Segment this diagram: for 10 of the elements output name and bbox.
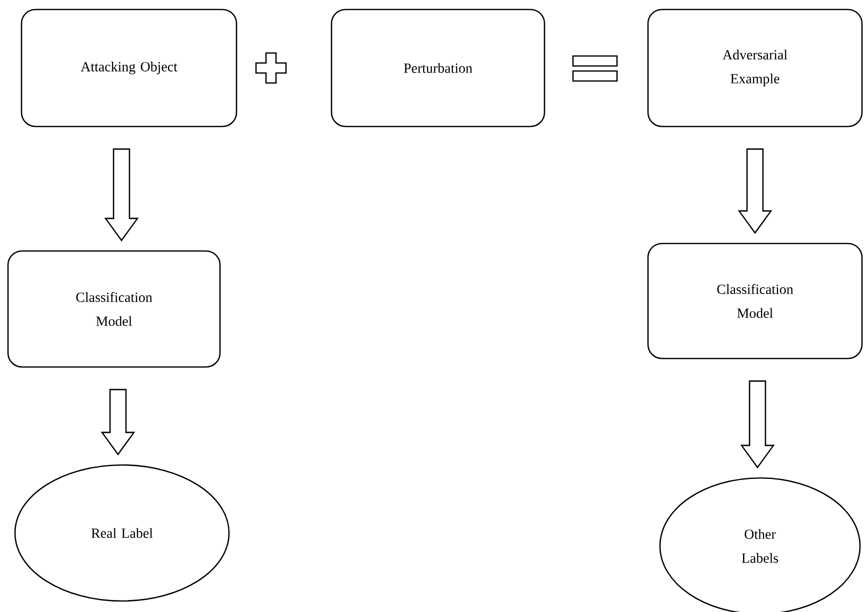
block-arrow xyxy=(104,148,139,242)
process-box: Adversarial Example xyxy=(647,8,863,128)
process-box: Classification Model xyxy=(7,250,221,368)
block-arrow xyxy=(100,388,136,456)
block-arrow xyxy=(740,380,775,468)
ellipse-node: Real Label xyxy=(14,464,230,602)
process-box: Classification Model xyxy=(647,242,863,360)
process-box: Attacking Object xyxy=(20,8,238,128)
block-arrow xyxy=(738,148,772,234)
process-box: Perturbation xyxy=(330,8,546,128)
